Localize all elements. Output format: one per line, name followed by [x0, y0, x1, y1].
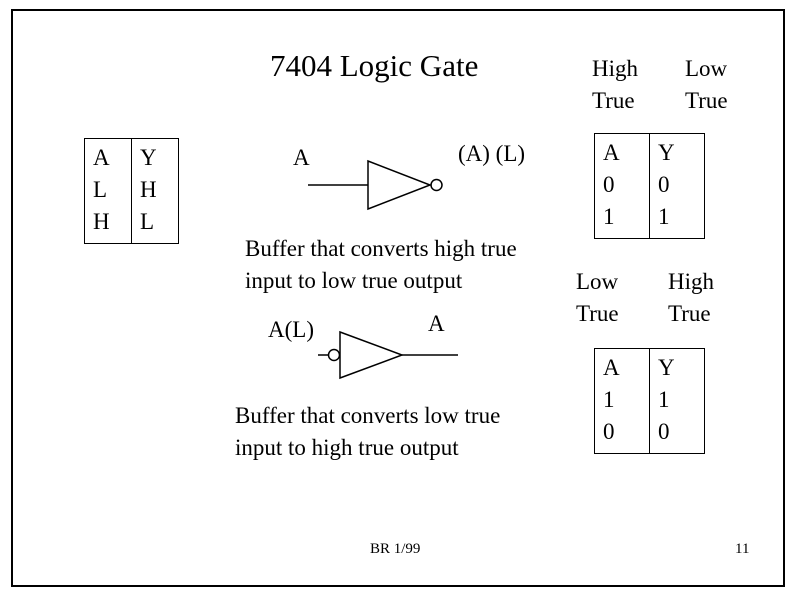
- inverted-input-buffer-gate-icon: [318, 330, 458, 380]
- gate1-caption: Buffer that converts high true input to …: [245, 233, 517, 297]
- caption-line: Buffer that converts high true: [245, 236, 517, 261]
- footer-credit: BR 1/99: [370, 541, 421, 557]
- table-cell: H: [93, 209, 110, 234]
- caption-line: Buffer that converts low true: [235, 403, 501, 428]
- mid-true-label: True: [576, 301, 619, 326]
- header-high-true-label: High True: [592, 53, 638, 117]
- slide-title: 7404 Logic Gate: [270, 48, 479, 83]
- mid-high-label: High: [668, 269, 714, 294]
- header-low-true-label: Low True: [685, 53, 728, 117]
- truth-table-column-y: Y 0 1: [649, 134, 704, 238]
- table-cell: 0: [603, 172, 615, 197]
- header-true-label: True: [592, 88, 635, 113]
- truth-table-column-y: Y H L: [131, 139, 178, 243]
- gate1-input-label: A: [293, 145, 310, 170]
- truth-table-column-a: A 1 0: [595, 349, 649, 453]
- gate2-output-label: A: [428, 311, 445, 336]
- table-cell: A: [603, 355, 620, 380]
- header-low-label: Low: [685, 56, 728, 81]
- truth-table-column-a: A 0 1: [595, 134, 649, 238]
- table-cell: Y: [140, 145, 157, 170]
- header-high-label: High: [592, 56, 638, 81]
- page-number: 11: [735, 541, 750, 557]
- table-cell: 1: [603, 204, 615, 229]
- table-cell: A: [603, 140, 620, 165]
- slide-border: [11, 9, 785, 587]
- truth-table-high-true: A 0 1 Y 0 1: [594, 133, 705, 239]
- mid-low-label: Low: [576, 269, 619, 294]
- table-cell: Y: [658, 140, 675, 165]
- truth-table-column-y: Y 1 0: [649, 349, 704, 453]
- gate2-input-label: A(L): [268, 317, 314, 342]
- gate1-output-label: (A) (L): [458, 141, 526, 166]
- inverter-gate-icon: [308, 159, 443, 211]
- mid-high-true-label: High True: [668, 266, 714, 330]
- mid-low-true-label: Low True: [576, 266, 619, 330]
- truth-table-low-true: A 1 0 Y 1 0: [594, 348, 705, 454]
- mid-true-label: True: [668, 301, 711, 326]
- table-cell: A: [93, 145, 110, 170]
- table-cell: Y: [658, 355, 675, 380]
- table-cell: L: [140, 209, 155, 234]
- table-cell: 0: [658, 172, 670, 197]
- gate2-caption: Buffer that converts low true input to h…: [235, 400, 500, 464]
- caption-line: input to high true output: [235, 435, 459, 460]
- table-cell: H: [140, 177, 157, 202]
- table-cell: 0: [658, 419, 670, 444]
- table-cell: 1: [603, 387, 615, 412]
- truth-table-column-a: A L H: [85, 139, 131, 243]
- truth-table-levels: A L H Y H L: [84, 138, 179, 244]
- caption-line: input to low true output: [245, 268, 463, 293]
- table-cell: 0: [603, 419, 615, 444]
- table-cell: 1: [658, 387, 670, 412]
- table-cell: L: [93, 177, 108, 202]
- header-true-label: True: [685, 88, 728, 113]
- table-cell: 1: [658, 204, 670, 229]
